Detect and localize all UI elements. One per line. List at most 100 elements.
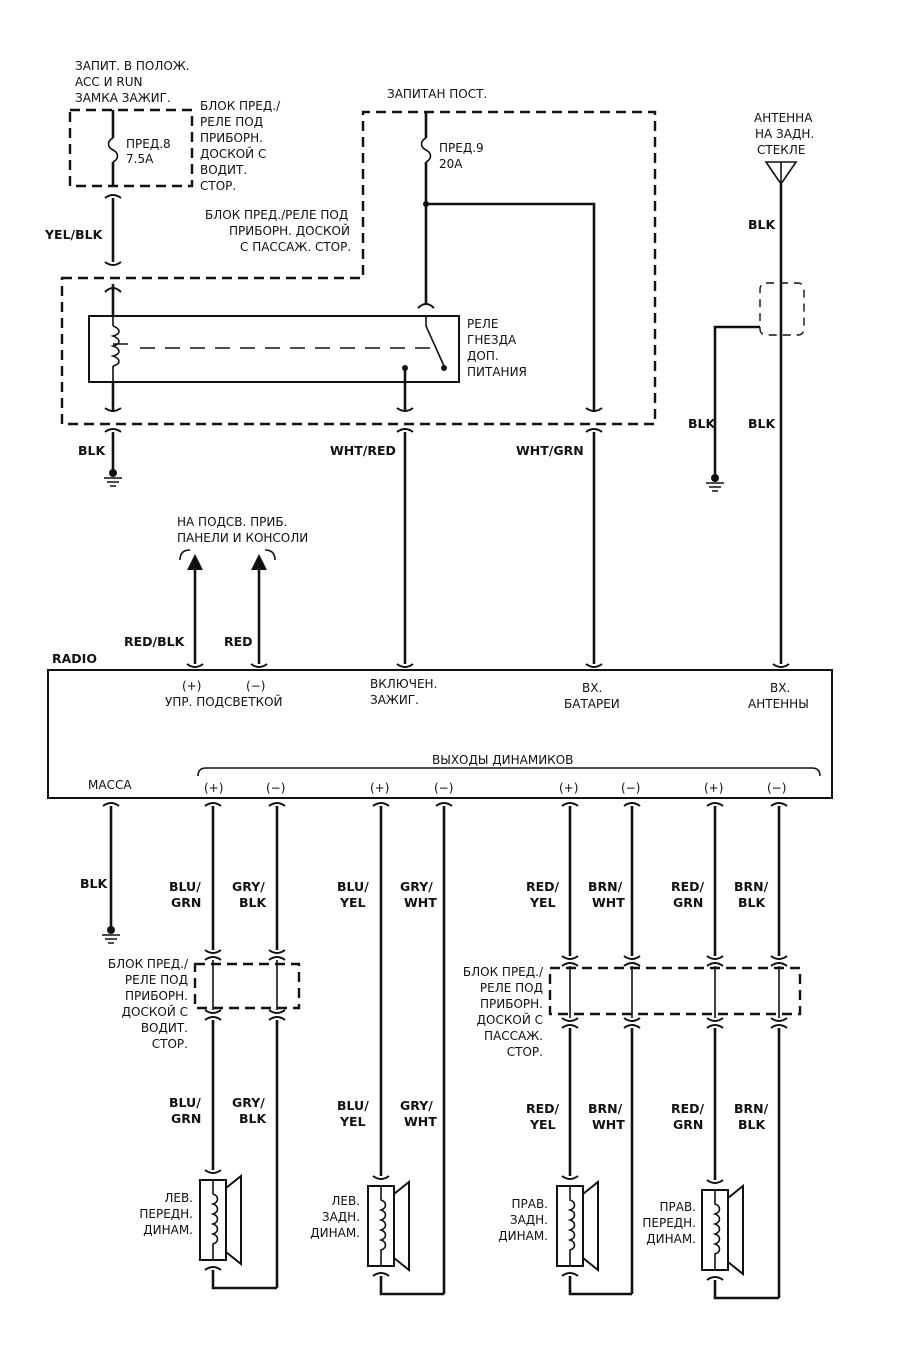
wire-label-lr-plus-2: YEL [339,895,366,910]
ignition-feed-line-1: ЗАПИТ. В ПОЛОЖ. [75,59,190,73]
wire-lf-return [211,1270,277,1290]
speaker-cone-icon [582,1179,599,1273]
connector-icon [561,1272,579,1277]
speaker-cone-icon [393,1179,410,1273]
label-line: ПРАВ. [659,1200,696,1214]
wire-label-lf-minus-1: GRY/ [232,879,265,894]
connector-icon [204,1266,222,1271]
wire-label-blk-shield: BLK [688,416,716,431]
driver-fuse-block-top [68,108,194,188]
constant-power-label: ЗАПИТАН ПОСТ. [387,87,487,101]
wire-label-lf-minus-low-1: GRY/ [232,1095,265,1110]
speaker-cone-icon [225,1173,242,1267]
battery-in-label-1: ВХ. [582,681,602,695]
wire-label-rf-plus-low-1: RED/ [671,1101,705,1116]
connector-icon [770,1017,788,1022]
wire-label-yel-blk: YEL/BLK [44,227,104,242]
wire-rr-return [568,1276,632,1296]
ground-icon [102,926,120,944]
connector-icon [706,1024,724,1029]
connector-icon [104,261,122,266]
wire-label-blk-antenna: BLK [748,416,776,431]
fuse8-label: ПРЕД.8 [126,137,171,151]
label-line: ЗАДН. [322,1210,360,1224]
radio-title: RADIO [52,651,97,666]
wire-label-blk-radio: BLK [80,876,108,891]
arrow-up-icon [187,554,203,570]
connector-icon [623,802,641,807]
relay-armature-link [113,343,430,349]
label-line: ПРИБОРН. [125,989,188,1003]
wire-lr-return [379,1276,444,1296]
connector-icon [623,1017,641,1022]
connector-icon [706,1179,724,1184]
label-line: ПАНЕЛИ И КОНСОЛИ [177,531,308,545]
connector-icon [204,1169,222,1174]
label-line: ДИНАМ. [646,1232,696,1246]
connector-icon [372,1272,390,1277]
wire-label-rr-plus-1: RED/ [526,879,560,894]
connector-icon [561,1017,579,1022]
label-line: РЕЛЕ ПОД [200,115,263,129]
connector-icon [268,949,286,954]
wire-label-lr-minus-2: WHT [404,895,437,910]
label-line: СТОР. [200,179,236,193]
connector-icon [706,1276,724,1281]
connector-icon [772,663,790,668]
connector-icon [561,1024,579,1029]
connector-icon [204,1009,222,1014]
connector-icon [104,407,122,412]
wire-label-rf-plus-2: GRN [673,895,703,910]
speaker-wire-group [199,802,788,1300]
wire-label-lr-plus-low-1: BLU/ [337,1098,369,1113]
wire-label-rr-minus-2: WHT [592,895,625,910]
wire-label-blk-relay: BLK [78,443,106,458]
speaker-coil-icon [567,1186,576,1266]
wire-label-rr-minus-low-1: BRN/ [588,1101,623,1116]
wire-label-lr-minus-1: GRY/ [400,879,433,894]
label-line: ДОСКОЙ С [200,146,266,161]
connector-icon [396,428,414,433]
wire-label-rr-plus-low-2: YEL [529,1117,556,1132]
label-line: ДИНАМ. [498,1229,548,1243]
label-line: СТОР. [152,1037,188,1051]
bracket-icon [179,549,276,561]
speaker-coil-icon [378,1186,387,1266]
wire-label-lr-minus-low-2: WHT [404,1114,437,1129]
wire-label-red: RED [224,634,253,649]
accessory-relay [88,315,460,383]
connector-icon [104,194,122,199]
wire-label-rf-minus-1: BRN/ [734,879,769,894]
wire-label-rf-minus-2: BLK [738,895,766,910]
passenger-fuse-relay-block-top [60,110,657,426]
connector-icon [770,962,788,967]
connector-icon [417,303,435,309]
arrow-up-icon [251,554,267,570]
label-line: ПРИБОРН. ДОСКОЙ [229,223,350,238]
driver-fuse-block-bottom-label: БЛОК ПРЕД./ РЕЛЕ ПОД ПРИБОРН. ДОСКОЙ С В… [108,957,189,1051]
label-line: НА ЗАДН. [755,127,814,141]
passenger-fuse-block-top-label: БЛОК ПРЕД./РЕЛЕ ПОД ПРИБОРН. ДОСКОЙ С ПА… [205,208,351,254]
ground-label: МАССА [88,778,132,792]
rf-plus-pin: (+) [704,781,723,795]
label-line: ПРИБОРН. [480,997,543,1011]
label-line: БЛОК ПРЕД./РЕЛЕ ПОД [205,208,348,222]
fuse9-icon [420,137,432,163]
antenna-in-label-1: ВХ. [770,681,790,695]
connector-icon [268,956,286,961]
connector-icon [268,802,286,807]
label-line: БЛОК ПРЕД./ [463,965,544,979]
wire-label-rr-plus-2: YEL [529,895,556,910]
connector-icon [204,949,222,954]
battery-in-label-2: БАТАРЕИ [564,697,620,711]
connector-icon [396,663,414,668]
label-line: ПЕРЕДН. [642,1216,696,1230]
label-line: ДОСКОЙ С [477,1012,543,1027]
label-line: ПРАВ. [511,1197,548,1211]
connector-icon [623,1024,641,1029]
lf-minus-pin: (−) [266,781,285,795]
connector-icon [268,1016,286,1021]
label-line: ЛЕВ. [164,1191,193,1205]
illumination-label: НА ПОДСВ. ПРИБ. ПАНЕЛИ И КОНСОЛИ [177,515,308,545]
wire-label-lf-plus-low-1: BLU/ [169,1095,201,1110]
